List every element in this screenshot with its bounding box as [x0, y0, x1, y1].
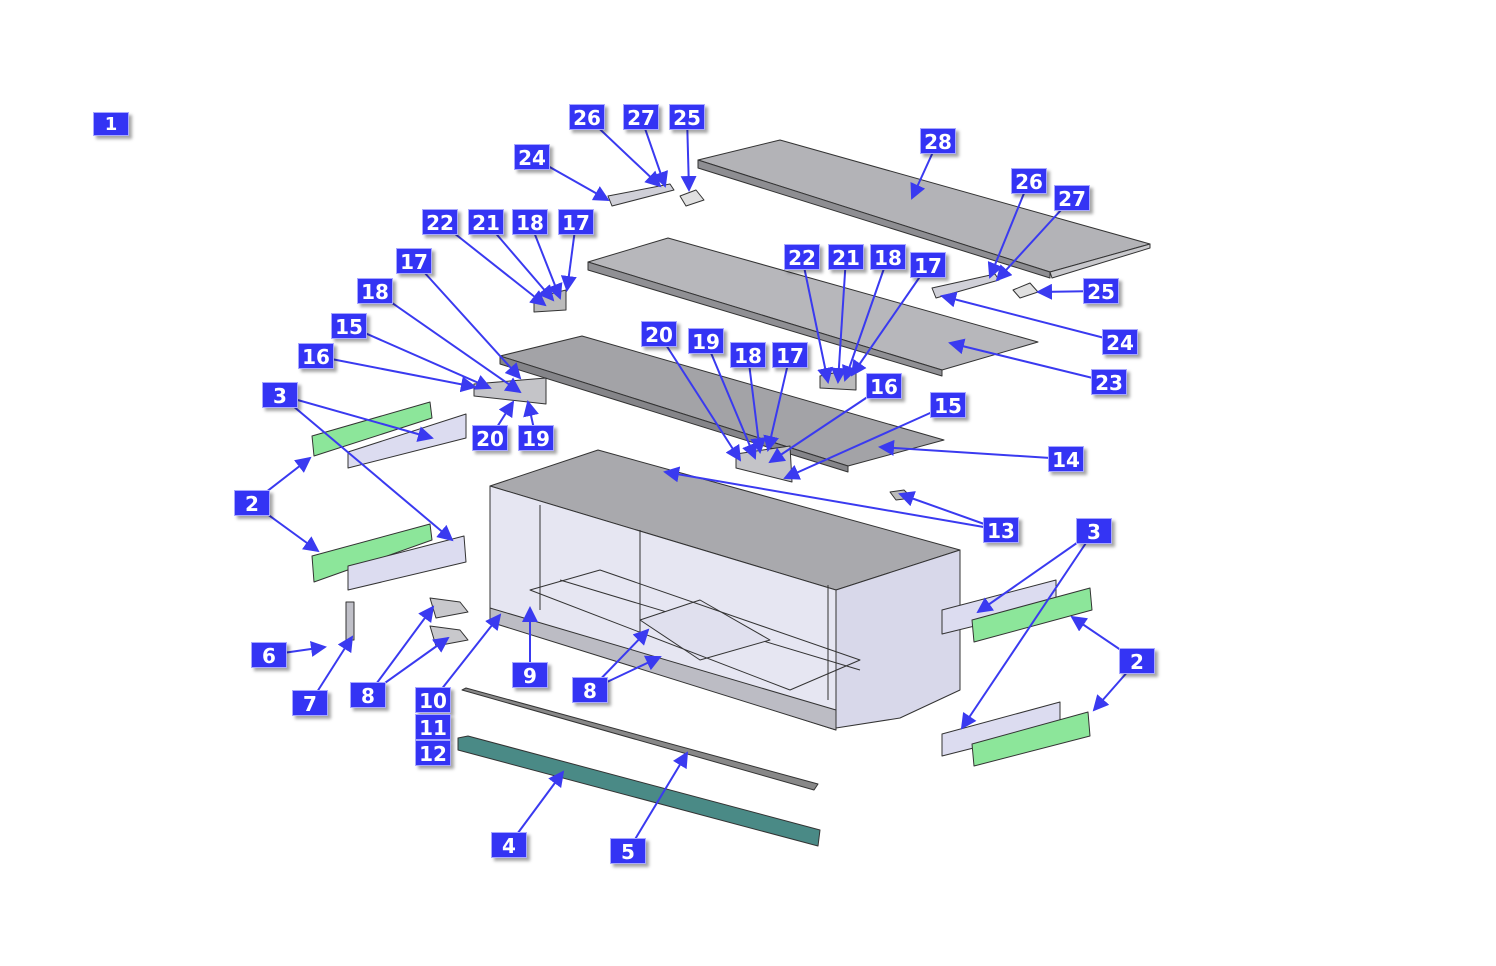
- callout-8[interactable]: 8: [572, 677, 608, 703]
- leader-line: [279, 394, 434, 442]
- callout-8[interactable]: 8: [350, 682, 386, 708]
- rail-24-27: [607, 183, 675, 207]
- leader-line: [940, 291, 1121, 343]
- callout-14[interactable]: 14: [1048, 446, 1084, 472]
- leader-line: [485, 221, 555, 302]
- callout-19[interactable]: 19: [518, 425, 554, 451]
- leader-line: [850, 264, 929, 377]
- felt-4: [457, 735, 821, 847]
- leader-line: [432, 613, 502, 701]
- leader-line: [747, 354, 767, 454]
- leader-line: [439, 221, 547, 307]
- callout-17[interactable]: 17: [558, 209, 594, 235]
- bracket-15-20: [473, 377, 547, 405]
- callout-27[interactable]: 27: [1054, 185, 1090, 211]
- callout-3[interactable]: 3: [1076, 518, 1112, 544]
- foot-8: [429, 597, 469, 619]
- callout-16[interactable]: 16: [298, 343, 334, 369]
- leader-line: [658, 333, 742, 462]
- callout-26[interactable]: 26: [1011, 168, 1047, 194]
- leader-line: [987, 180, 1030, 279]
- callout-21[interactable]: 21: [828, 244, 864, 270]
- leader-line: [976, 530, 1095, 614]
- callout-16[interactable]: 16: [866, 373, 902, 399]
- callout-21[interactable]: 21: [468, 209, 504, 235]
- callout-24[interactable]: 24: [514, 144, 550, 170]
- callout-27[interactable]: 27: [623, 104, 659, 130]
- callout-25[interactable]: 25: [1083, 278, 1119, 304]
- callout-12[interactable]: 12: [415, 740, 451, 766]
- callout-18[interactable]: 18: [870, 244, 906, 270]
- callout-2[interactable]: 2: [234, 490, 270, 516]
- leader-line: [783, 404, 949, 480]
- leader-line: [315, 355, 477, 393]
- callout-18[interactable]: 18: [357, 278, 393, 304]
- side-panel-3-2-left: [311, 401, 467, 591]
- shelf-23: [587, 237, 1039, 377]
- callout-20[interactable]: 20: [641, 321, 677, 347]
- leader-line: [960, 530, 1095, 730]
- callout-1[interactable]: 1: [93, 112, 129, 136]
- callout-18[interactable]: 18: [512, 209, 548, 235]
- callout-15[interactable]: 15: [930, 392, 966, 418]
- leader-line: [995, 197, 1073, 282]
- pin-7: [345, 601, 355, 641]
- base-frame: [489, 449, 961, 731]
- callout-2[interactable]: 2: [1119, 648, 1155, 674]
- leader-line: [768, 385, 885, 464]
- callout-28[interactable]: 28: [920, 128, 956, 154]
- callout-22[interactable]: 22: [422, 209, 458, 235]
- callout-26[interactable]: 26: [569, 104, 605, 130]
- callout-11[interactable]: 11: [415, 714, 451, 740]
- callout-4[interactable]: 4: [491, 832, 527, 858]
- leader-line: [413, 260, 522, 380]
- callout-24[interactable]: 24: [1102, 329, 1138, 355]
- callout-9[interactable]: 9: [512, 662, 548, 688]
- side-panel-3-2-right: [941, 579, 1093, 767]
- leader-line: [830, 256, 847, 384]
- bracket-15-20-right: [735, 445, 793, 483]
- callout-22[interactable]: 22: [784, 244, 820, 270]
- callout-3[interactable]: 3: [262, 382, 298, 408]
- shelf-28: [697, 139, 1151, 279]
- callout-23[interactable]: 23: [1091, 369, 1127, 395]
- callout-17[interactable]: 17: [396, 248, 432, 274]
- leader-line: [763, 354, 791, 452]
- callout-6[interactable]: 6: [251, 642, 287, 668]
- leader-line: [367, 605, 435, 696]
- callout-7[interactable]: 7: [292, 690, 328, 716]
- leader-line: [878, 439, 1067, 460]
- callout-10[interactable]: 10: [415, 687, 451, 713]
- pad-25: [679, 189, 705, 207]
- callout-5[interactable]: 5: [610, 838, 646, 864]
- callout-18[interactable]: 18: [730, 342, 766, 368]
- strip-5: [461, 687, 819, 791]
- pad-25-right: [1012, 282, 1039, 299]
- leader-line: [627, 751, 689, 852]
- leader-line: [279, 394, 454, 542]
- foot-8b: [429, 625, 469, 647]
- leader-line: [948, 338, 1110, 383]
- leader-line: [705, 340, 757, 460]
- callout-17[interactable]: 17: [910, 252, 946, 278]
- leader-line: [801, 256, 833, 384]
- callout-20[interactable]: 20: [472, 425, 508, 451]
- leader-line: [374, 290, 522, 394]
- callout-17[interactable]: 17: [772, 342, 808, 368]
- callout-13[interactable]: 13: [983, 517, 1019, 543]
- callout-15[interactable]: 15: [331, 313, 367, 339]
- leader-line: [663, 466, 1002, 531]
- callout-19[interactable]: 19: [688, 328, 724, 354]
- callout-25[interactable]: 25: [669, 104, 705, 130]
